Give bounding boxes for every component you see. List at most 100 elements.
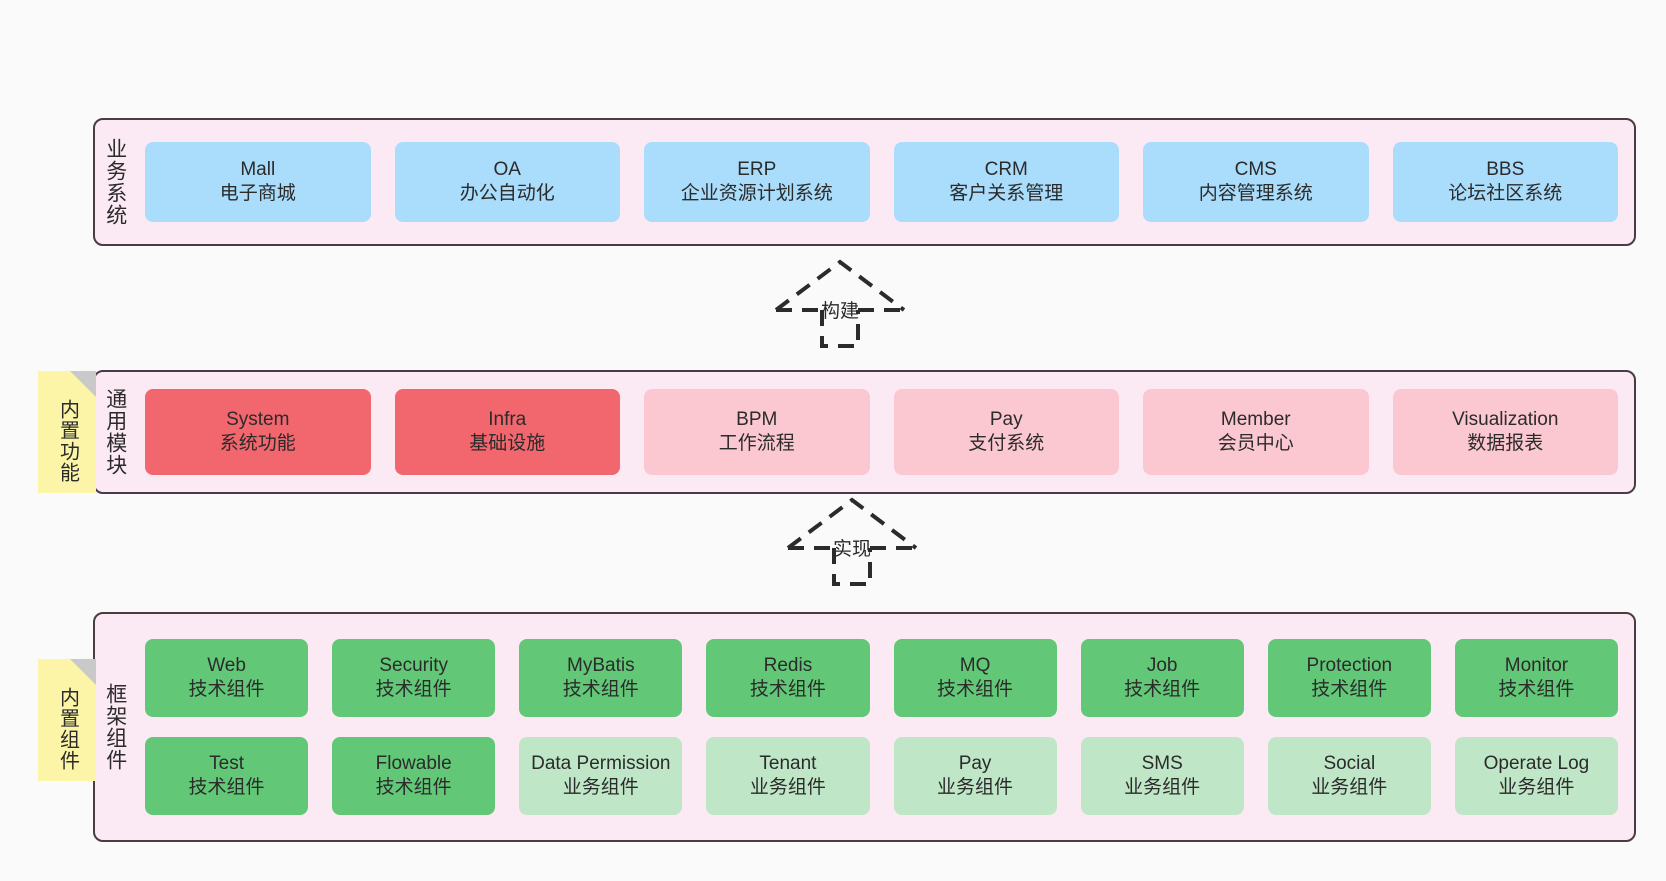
- business-card-row: Mall 电子商城 OA 办公自动化 ERP 企业资源计划系统 CRM 客户关系…: [145, 142, 1618, 222]
- module-card-social[interactable]: Social 业务组件: [1267, 737, 1431, 815]
- module-card-sms[interactable]: SMS 业务组件: [1080, 737, 1244, 815]
- module-card-title-cn: 论坛社区系统: [1448, 183, 1563, 204]
- module-card-security[interactable]: Security 技术组件: [332, 639, 496, 717]
- module-card-title-en: Test: [209, 752, 244, 774]
- module-card-web[interactable]: Web 技术组件: [145, 639, 309, 717]
- module-card-title-cn: 技术组件: [1124, 679, 1201, 700]
- layer-framework-component-title: 框架组件: [103, 683, 127, 771]
- layer-business-system: 业务系统 Mall 电子商城 OA 办公自动化 ERP 企业资源计划系统 CRM…: [93, 118, 1636, 246]
- module-card-redis[interactable]: Redis 技术组件: [706, 639, 870, 717]
- module-card-title-cn: 业务组件: [1311, 777, 1388, 798]
- module-card-title-cn: 技术组件: [749, 679, 826, 700]
- module-card-mall[interactable]: Mall 电子商城: [145, 142, 371, 222]
- note-fold-corner-icon: [70, 371, 96, 397]
- arrow-stem: [820, 310, 860, 348]
- module-card-title-cn: 业务组件: [749, 777, 826, 798]
- module-card-title-cn: 技术组件: [937, 679, 1014, 700]
- module-card-title-cn: 技术组件: [375, 679, 452, 700]
- module-card-pay[interactable]: Pay 支付系统: [893, 389, 1119, 475]
- module-card-title-cn: 数据报表: [1467, 433, 1544, 454]
- module-card-title-en: Redis: [763, 654, 813, 676]
- module-card-pay-component[interactable]: Pay 业务组件: [893, 737, 1057, 815]
- sticky-note-builtin-component: 内置组件: [38, 659, 96, 781]
- module-card-oa[interactable]: OA 办公自动化: [394, 142, 620, 222]
- module-card-title-en: Infra: [488, 408, 527, 430]
- note-fold-corner-icon: [70, 659, 96, 685]
- module-card-title-cn: 技术组件: [1498, 679, 1575, 700]
- module-card-title-en: BBS: [1486, 158, 1525, 180]
- framework-card-row-business: Test 技术组件 Flowable 技术组件 Data Permission …: [145, 737, 1618, 815]
- module-card-title-cn: 技术组件: [375, 777, 452, 798]
- layer-common-module-body: System 系统功能 Infra 基础设施 BPM 工作流程 Pay 支付系统…: [135, 372, 1634, 492]
- module-card-test[interactable]: Test 技术组件: [145, 737, 309, 815]
- module-card-title-en: Mall: [240, 158, 276, 180]
- module-card-title-en: OA: [493, 158, 521, 180]
- module-card-title-en: Job: [1146, 654, 1178, 676]
- layer-business-system-body: Mall 电子商城 OA 办公自动化 ERP 企业资源计划系统 CRM 客户关系…: [135, 120, 1634, 244]
- arrow-head-triangle: [786, 497, 918, 550]
- module-card-title-en: Operate Log: [1483, 752, 1590, 774]
- module-card-title-cn: 工作流程: [718, 433, 795, 454]
- module-card-title-en: MyBatis: [567, 654, 635, 676]
- module-card-title-cn: 业务组件: [937, 777, 1014, 798]
- module-card-title-en: SMS: [1141, 752, 1183, 774]
- module-card-erp[interactable]: ERP 企业资源计划系统: [644, 142, 870, 222]
- module-card-title-en: Security: [379, 654, 448, 676]
- generalization-arrow-build: 构建: [760, 258, 920, 348]
- module-card-title-cn: 办公自动化: [459, 183, 555, 204]
- module-card-infra[interactable]: Infra 基础设施: [394, 389, 620, 475]
- module-card-title-en: Pay: [989, 408, 1023, 430]
- module-card-bbs[interactable]: BBS 论坛社区系统: [1392, 142, 1618, 222]
- sticky-note-label: 内置功能: [56, 399, 79, 483]
- layer-framework-component-body: Web 技术组件 Security 技术组件 MyBatis 技术组件 Redi…: [135, 614, 1634, 840]
- module-card-title-en: CRM: [984, 158, 1028, 180]
- module-card-title-en: ERP: [737, 158, 777, 180]
- common-card-row: System 系统功能 Infra 基础设施 BPM 工作流程 Pay 支付系统…: [145, 389, 1618, 475]
- module-card-title-en: Tenant: [759, 752, 817, 774]
- module-card-title-en: CMS: [1234, 158, 1277, 180]
- layer-framework-component: 框架组件 Web 技术组件 Security 技术组件 MyBatis 技术组件…: [93, 612, 1636, 842]
- module-card-title-cn: 电子商城: [219, 183, 296, 204]
- module-card-title-cn: 业务组件: [1124, 777, 1201, 798]
- module-card-title-cn: 业务组件: [562, 777, 639, 798]
- module-card-flowable[interactable]: Flowable 技术组件: [332, 737, 496, 815]
- module-card-tenant[interactable]: Tenant 业务组件: [706, 737, 870, 815]
- module-card-protection[interactable]: Protection 技术组件: [1267, 639, 1431, 717]
- module-card-data-permission[interactable]: Data Permission 业务组件: [519, 737, 683, 815]
- module-card-cms[interactable]: CMS 内容管理系统: [1143, 142, 1369, 222]
- module-card-title-en: Pay: [958, 752, 992, 774]
- module-card-title-en: Flowable: [375, 752, 452, 774]
- module-card-title-en: Social: [1323, 752, 1376, 774]
- module-card-member[interactable]: Member 会员中心: [1143, 389, 1369, 475]
- module-card-title-en: MQ: [959, 654, 991, 676]
- module-card-title-en: Monitor: [1504, 654, 1569, 676]
- module-card-title-en: BPM: [736, 408, 778, 430]
- module-card-bpm[interactable]: BPM 工作流程: [644, 389, 870, 475]
- layer-business-system-title: 业务系统: [103, 138, 127, 226]
- module-card-title-cn: 技术组件: [562, 679, 639, 700]
- module-card-title-cn: 客户关系管理: [949, 183, 1064, 204]
- layer-common-module: 通用模块 System 系统功能 Infra 基础设施 BPM 工作流程 Pay…: [93, 370, 1636, 494]
- module-card-title-cn: 企业资源计划系统: [680, 183, 833, 204]
- module-card-title-cn: 内容管理系统: [1198, 183, 1313, 204]
- module-card-mq[interactable]: MQ 技术组件: [893, 639, 1057, 717]
- module-card-mybatis[interactable]: MyBatis 技术组件: [519, 639, 683, 717]
- module-card-title-cn: 支付系统: [968, 433, 1045, 454]
- module-card-crm[interactable]: CRM 客户关系管理: [893, 142, 1119, 222]
- module-card-title-en: Data Permission: [531, 752, 671, 774]
- module-card-title-cn: 技术组件: [1311, 679, 1388, 700]
- module-card-title-cn: 系统功能: [219, 433, 296, 454]
- module-card-operate-log[interactable]: Operate Log 业务组件: [1454, 737, 1618, 815]
- module-card-title-cn: 技术组件: [188, 679, 265, 700]
- layer-common-module-title: 通用模块: [103, 388, 127, 476]
- module-card-title-en: Visualization: [1452, 408, 1559, 430]
- module-card-title-cn: 会员中心: [1217, 433, 1294, 454]
- module-card-visualization[interactable]: Visualization 数据报表: [1392, 389, 1618, 475]
- module-card-system[interactable]: System 系统功能: [145, 389, 371, 475]
- module-card-title-cn: 技术组件: [188, 777, 265, 798]
- module-card-monitor[interactable]: Monitor 技术组件: [1454, 639, 1618, 717]
- module-card-title-en: Protection: [1306, 654, 1393, 676]
- sticky-note-label: 内置组件: [56, 687, 79, 771]
- module-card-title-en: Web: [207, 654, 246, 676]
- module-card-job[interactable]: Job 技术组件: [1080, 639, 1244, 717]
